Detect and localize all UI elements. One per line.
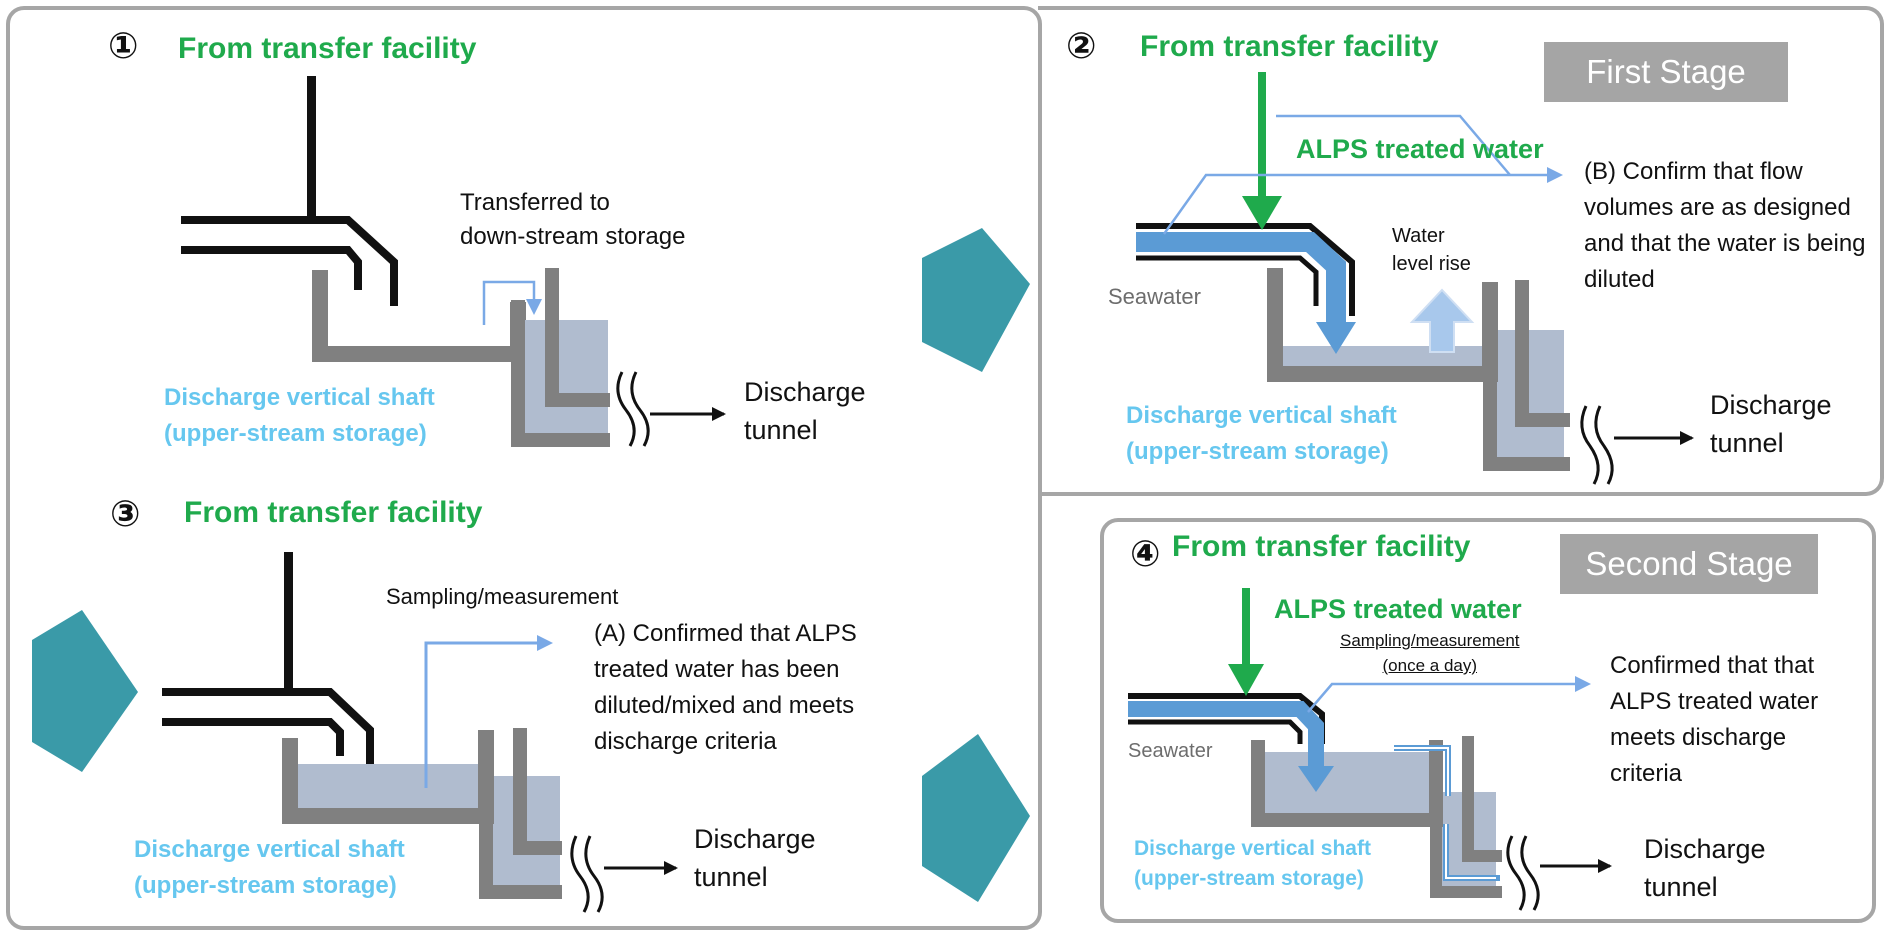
transition-arrow-2-to-3 (32, 610, 138, 772)
tunnel-label-line1: Discharge (1710, 390, 1832, 420)
stage-badge: First Stage (1544, 42, 1788, 102)
shaft-label-line2: (upper-stream storage) (134, 872, 397, 899)
shaft-label: Discharge vertical shaft (upper-stream s… (164, 380, 435, 452)
panel-2-diagram (1136, 72, 1694, 485)
tunnel-label: Discharge tunnel (694, 820, 816, 896)
step-number: ③ (110, 494, 141, 535)
shaft-label-line2: (upper-stream storage) (164, 420, 427, 447)
transfer-note-line1: Transferred to (460, 189, 610, 216)
panel-title: From transfer facility (178, 32, 477, 65)
shaft-label: Discharge vertical shaft (upper-stream s… (1134, 834, 1371, 894)
panel-frame-bottom-right (1100, 518, 1876, 923)
incoming-pipe (307, 76, 316, 221)
tunnel-label: Discharge tunnel (744, 373, 866, 449)
shaft-label-line2: (upper-stream storage) (1126, 438, 1389, 465)
shaft-label-line1: Discharge vertical shaft (134, 836, 405, 863)
transfer-note: Transferred to down-stream storage (460, 186, 685, 254)
step-number: ② (1066, 26, 1097, 67)
confirm-note: (A) Confirmed that ALPS treated water ha… (594, 620, 857, 755)
tunnel-label-line2: tunnel (744, 415, 818, 445)
tunnel-label-line2: tunnel (1644, 872, 1718, 902)
panel-3-diagram (162, 552, 678, 913)
shaft-label: Discharge vertical shaft (upper-stream s… (1126, 398, 1397, 470)
step-number: ④ (1130, 534, 1161, 575)
tunnel-label-line1: Discharge (1644, 834, 1766, 864)
shaft-label: Discharge vertical shaft (upper-stream s… (134, 832, 405, 904)
seawater-label: Seawater (1128, 740, 1213, 762)
panel-1-diagram (181, 76, 726, 447)
shaft-label-line1: Discharge vertical shaft (1134, 837, 1371, 860)
water-level-note: Water level rise (1392, 222, 1471, 278)
tunnel-label-line2: tunnel (694, 862, 768, 892)
alps-label: ALPS treated water (1274, 594, 1522, 624)
stage-badge: Second Stage (1560, 534, 1818, 594)
confirm-note: Confirmed that that ALPS treated water m… (1610, 652, 1819, 787)
alps-label: ALPS treated water (1296, 134, 1544, 164)
shaft-label-line2: (upper-stream storage) (1134, 867, 1364, 890)
tunnel-label-line2: tunnel (1710, 428, 1784, 458)
tunnel-label-line1: Discharge (744, 377, 866, 407)
transition-arrow-3-to-4 (922, 734, 1030, 902)
sampling-label-line2: (once a day) (1382, 656, 1478, 675)
sampling-label-line1: Sampling/measurement (1340, 631, 1520, 650)
confirm-note: (B) Confirm that flow volumes are as des… (1584, 158, 1866, 293)
shaft-label-line1: Discharge vertical shaft (1126, 402, 1397, 429)
sampling-label: Sampling/measurement (386, 584, 619, 609)
panel-frame-top-right (1038, 6, 1884, 496)
transfer-note-line2: down-stream storage (460, 223, 686, 250)
downstream-water (520, 320, 608, 438)
tunnel-label-line1: Discharge (694, 824, 816, 854)
downstream-wall (511, 268, 610, 447)
tunnel-label: Discharge tunnel (1644, 830, 1766, 906)
panel-4-diagram (1128, 588, 1612, 911)
level-note-line2: level rise (1392, 253, 1471, 275)
tunnel-label: Discharge tunnel (1710, 386, 1832, 462)
seawater-label: Seawater (1108, 284, 1201, 309)
level-note-line1: Water (1392, 225, 1445, 247)
transition-arrow-1-to-2 (922, 228, 1030, 372)
panel-title: From transfer facility (184, 496, 483, 529)
sampling-label: Sampling/measurement (once a day) (1340, 628, 1520, 678)
panel-title: From transfer facility (1172, 530, 1471, 563)
step-number: ① (108, 26, 139, 67)
shaft-label-line1: Discharge vertical shaft (164, 384, 435, 411)
panel-title: From transfer facility (1140, 30, 1439, 63)
